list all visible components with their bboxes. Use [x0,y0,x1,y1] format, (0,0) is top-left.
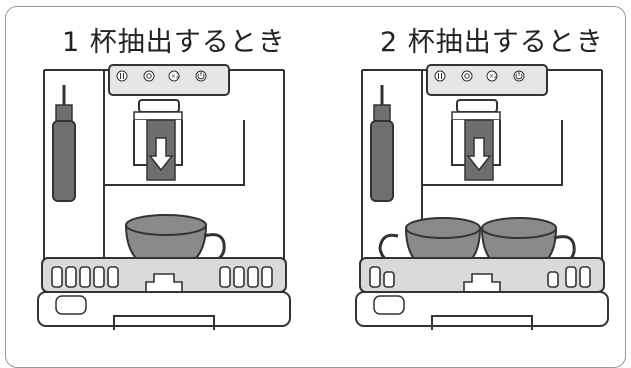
spout-head [138,99,180,113]
control-panel [108,64,230,96]
double-cup-label: ×2 [489,73,498,80]
double-cup-icon: ×2 [168,70,180,82]
spout-head [456,99,498,113]
water-level-indicator [373,295,405,315]
panel-title-two-cups: 2 杯抽出するとき [380,27,604,58]
double-cup-icon: ×2 [486,70,498,82]
drip-tray-base [37,291,291,327]
gear-icon [461,70,473,82]
double-cup-label: ×2 [171,73,180,80]
water-level-indicator [55,295,87,315]
power-icon [513,70,525,82]
power-icon [195,70,207,82]
drip-tray-base [355,291,609,327]
machine-illustration-one-cup: ×2 [37,64,291,330]
panel-title-one-cup: 1 杯抽出するとき [62,27,286,58]
pause-icon [116,70,128,82]
pause-icon [434,70,446,82]
control-panel [426,64,548,96]
down-arrow-icon [148,137,174,172]
steam-wand [52,120,76,202]
steam-wand [370,120,394,202]
gear-icon [143,70,155,82]
machine-illustration-two-cups: ×2 [355,64,609,330]
down-arrow-icon [466,137,492,172]
